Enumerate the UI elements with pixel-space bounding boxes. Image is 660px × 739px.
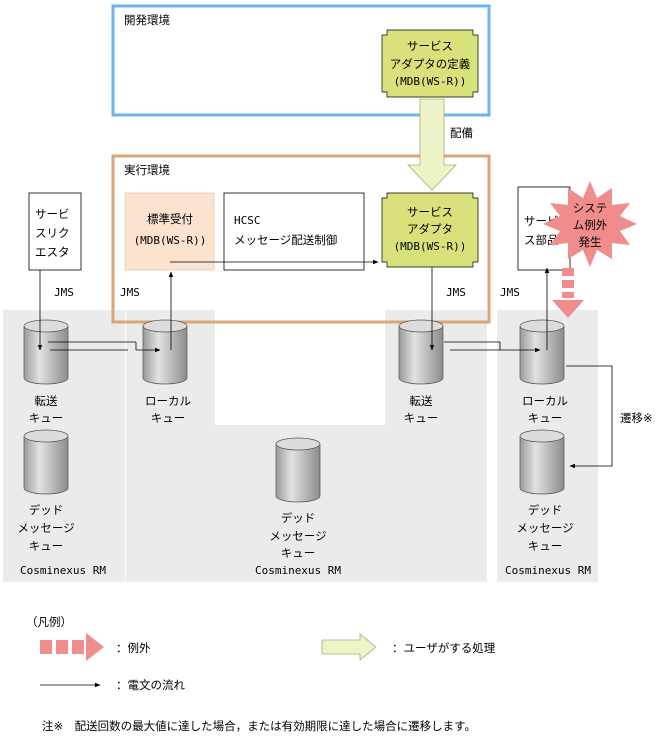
burst-line2: ム例外	[573, 218, 608, 232]
run-adapter-line1: サービス	[407, 205, 453, 219]
legend-user-process-label: ：ユーザがする処理	[392, 641, 496, 655]
transition-label: 遷移※	[620, 411, 653, 425]
q3-line2: キュー	[404, 411, 439, 425]
dead3-line2: メッセージ	[516, 521, 573, 535]
jms-label-1: JMS	[54, 286, 74, 299]
standard-reception-box	[124, 192, 215, 271]
dead-queue-1	[23, 429, 69, 495]
requester-line2: スリク	[35, 226, 70, 240]
dev-adapter-box	[381, 29, 479, 98]
service-part-line2: ス部品	[524, 233, 559, 247]
q4-line2: キュー	[528, 411, 563, 425]
legend-title: （凡例）	[26, 615, 72, 629]
rm-label-1: Cosminexus RM	[20, 564, 106, 577]
run-environment-label: 実行環境	[124, 163, 170, 177]
standard-reception-line1: 標準受付	[147, 212, 193, 226]
requester-line3: エスタ	[35, 245, 70, 259]
dead-queue-3	[519, 429, 565, 495]
burst-line1: システ	[573, 201, 608, 215]
jms-label-3: JMS	[446, 286, 466, 299]
service-part-box	[517, 186, 571, 271]
run-adapter-box	[381, 192, 479, 268]
dead3-line1: デッド	[528, 503, 563, 517]
dead2-line2: メッセージ	[269, 529, 326, 543]
q2-line2: キュー	[151, 411, 186, 425]
legend-exception-label: ：例外	[116, 641, 151, 655]
local-queue-1	[142, 319, 188, 385]
run-adapter-line2: アダプタ	[407, 222, 453, 236]
dev-adapter-line3: (MDB(WS-R))	[394, 75, 467, 88]
legend-message-flow-label: ：電文の流れ	[116, 678, 185, 692]
q4-line1: ローカル	[522, 394, 568, 408]
legend-user-process-arrow	[321, 633, 377, 661]
hcsc-box	[223, 192, 365, 271]
burst-line3: 発生	[579, 235, 602, 249]
dead3-line3: キュー	[528, 539, 563, 553]
standard-reception-line2: (MDB(WS-R))	[134, 234, 207, 247]
dead1-line1: デッド	[29, 503, 64, 517]
footnote: 注※ 配送回数の最大値に達した場合，または有効期限に達した場合に遷移します。	[42, 719, 476, 733]
deploy-arrow	[407, 98, 457, 191]
exception-arrow	[552, 268, 584, 318]
dev-adapter-line1: サービス	[407, 39, 453, 53]
deploy-label: 配備	[450, 126, 473, 140]
dead1-line3: キュー	[29, 539, 64, 553]
legend-exception-arrow	[40, 633, 104, 661]
dead1-line2: メッセージ	[17, 521, 74, 535]
dead2-line3: キュー	[281, 546, 316, 560]
rm-label-2: Cosminexus RM	[255, 564, 341, 577]
dev-adapter-line2: アダプタの定義	[390, 57, 471, 71]
service-requester-box	[28, 192, 82, 271]
dev-environment-box	[111, 4, 491, 117]
dev-environment-label: 開発環境	[124, 13, 170, 27]
jms-label-4: JMS	[500, 286, 520, 299]
system-exception-burst	[543, 181, 637, 267]
transfer-queue-2	[398, 319, 444, 385]
dead2-line1: デッド	[281, 511, 316, 525]
requester-line1: サービ	[35, 207, 70, 221]
hcsc-line2: メッセージ配送制御	[234, 233, 337, 247]
q2-line1: ローカル	[145, 394, 191, 408]
q3-line1: 転送	[410, 394, 433, 408]
run-environment-box	[111, 154, 491, 324]
rm-label-3: Cosminexus RM	[505, 564, 591, 577]
q1-line1: 転送	[35, 394, 58, 408]
hcsc-line1: HCSC	[234, 214, 261, 227]
q1-line2: キュー	[29, 411, 64, 425]
transfer-queue-1	[23, 319, 69, 385]
dead-queue-2	[275, 437, 321, 503]
local-queue-2	[519, 319, 565, 385]
jms-label-2: JMS	[120, 286, 140, 299]
run-adapter-line3: (MDB(WS-R))	[394, 240, 467, 253]
message-flow-arrows	[37, 259, 613, 469]
